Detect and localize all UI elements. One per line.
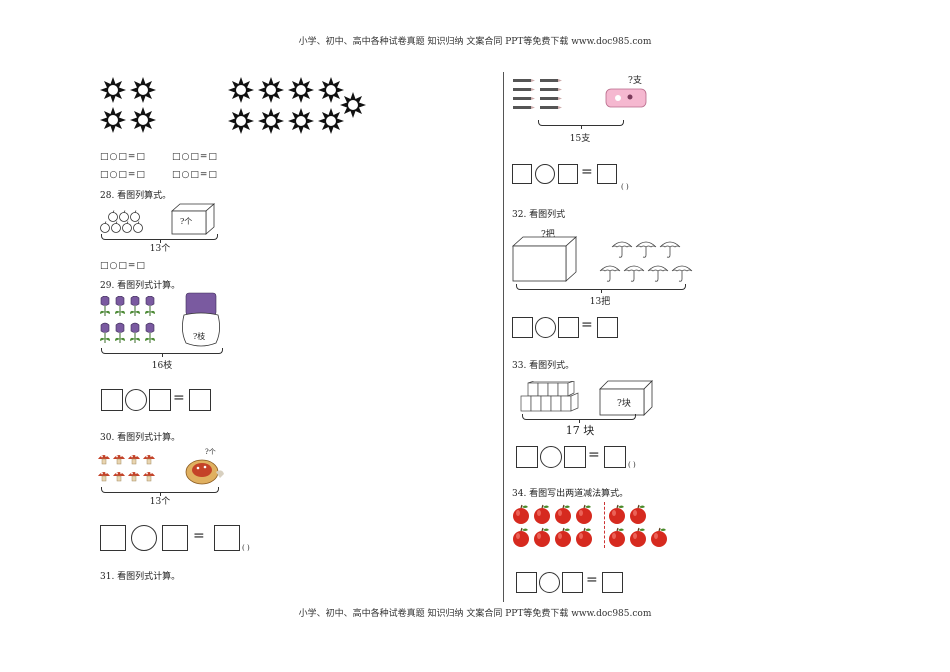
apple-group-left — [512, 504, 593, 548]
operator-circle[interactable] — [131, 525, 157, 551]
answer-box[interactable] — [100, 525, 126, 551]
apple-outline-group — [100, 210, 143, 233]
q29-brace — [101, 348, 223, 357]
unit-parentheses[interactable]: ( ) — [628, 461, 636, 469]
answer-box[interactable] — [597, 164, 617, 184]
q29-bag-label: ?枝 — [193, 332, 206, 341]
page-header: 小学、初中、高中各种试卷真题 知识归纳 文案合同 PPT等免费下载 www.do… — [298, 37, 652, 47]
unit-parentheses[interactable]: ( ) — [242, 544, 250, 552]
answer-box[interactable] — [564, 446, 586, 468]
umbrella-group — [599, 241, 693, 282]
operator-circle[interactable] — [535, 164, 555, 184]
equals-sign: = — [581, 317, 593, 333]
pencil-group — [513, 79, 562, 109]
question-33-title: 33. 看图列式。 — [512, 361, 575, 371]
q29-total-label: 16枝 — [151, 361, 173, 371]
question-34-title: 34. 看图写出两道减法算式。 — [512, 489, 629, 499]
formula-blank[interactable]: □○□=□ — [100, 170, 146, 180]
q28-box-label: ?个 — [180, 217, 193, 226]
formula-blank[interactable]: □○□=□ — [100, 261, 146, 271]
tulip-group — [99, 296, 156, 344]
answer-box[interactable] — [189, 389, 211, 411]
q32-brace — [516, 284, 686, 293]
flower-group-left — [100, 77, 156, 133]
answer-box[interactable] — [602, 572, 623, 593]
mushroom-group — [98, 454, 156, 482]
flower-group-right — [228, 77, 366, 134]
equals-sign: = — [586, 572, 598, 588]
q32-total-label: 13把 — [589, 297, 611, 307]
equals-sign: = — [193, 528, 205, 544]
q31-brace — [538, 120, 624, 129]
cube-stack — [520, 381, 579, 412]
formula-blank[interactable]: □○□=□ — [172, 170, 218, 180]
q33-box-label: ?块 — [617, 399, 631, 409]
question-32-title: 32. 看图列式 — [512, 210, 566, 220]
answer-box[interactable] — [512, 164, 532, 184]
q32-box-label: ?把 — [541, 230, 555, 240]
answer-box[interactable] — [101, 389, 123, 411]
question-31-title: 31. 看图列式计算。 — [100, 572, 181, 582]
answer-box[interactable] — [149, 389, 171, 411]
pencil-case-icon — [605, 88, 647, 108]
answer-box[interactable] — [516, 572, 537, 593]
box-icon — [170, 203, 216, 235]
answer-box[interactable] — [604, 446, 626, 468]
q30-basket-label: ?个 — [205, 448, 216, 456]
answer-box[interactable] — [516, 446, 538, 468]
operator-circle[interactable] — [539, 572, 560, 593]
q31-case-label: ?支 — [628, 76, 642, 86]
equals-sign: = — [581, 164, 593, 180]
column-divider — [503, 72, 504, 602]
question-30-title: 30. 看图列式计算。 — [100, 433, 181, 443]
q31-total-label: 15支 — [569, 134, 591, 144]
unit-parentheses[interactable]: ( ) — [621, 183, 629, 191]
page-footer: 小学、初中、高中各种试卷真题 知识归纳 文案合同 PPT等免费下载 www.do… — [298, 609, 652, 619]
box-icon — [599, 380, 653, 416]
apple-divider — [604, 502, 605, 548]
equals-sign: = — [588, 447, 600, 463]
q30-brace — [101, 487, 219, 496]
operator-circle[interactable] — [540, 446, 562, 468]
answer-box[interactable] — [214, 525, 240, 551]
mushroom-basket-icon — [185, 459, 224, 485]
q33-total-label: 17 块 — [565, 424, 595, 437]
q28-brace — [101, 234, 218, 243]
formula-blank[interactable]: □○□=□ — [172, 152, 218, 162]
question-28-title: 28. 看图列算式。 — [100, 191, 172, 201]
operator-circle[interactable] — [125, 389, 147, 411]
answer-box[interactable] — [558, 317, 579, 338]
q28-total-label: 13个 — [149, 244, 171, 254]
q30-total-label: 13个 — [149, 497, 171, 507]
answer-box[interactable] — [558, 164, 578, 184]
answer-box[interactable] — [597, 317, 618, 338]
box-icon — [512, 236, 578, 282]
equals-sign: = — [173, 390, 185, 406]
q33-brace — [522, 414, 636, 423]
question-29-title: 29. 看图列式计算。 — [100, 281, 181, 291]
answer-box[interactable] — [162, 525, 188, 551]
formula-blank[interactable]: □○□=□ — [100, 152, 146, 162]
answer-box[interactable] — [512, 317, 533, 338]
answer-box[interactable] — [562, 572, 583, 593]
operator-circle[interactable] — [535, 317, 556, 338]
apple-group-right — [608, 504, 668, 548]
flower-bag-icon — [182, 292, 220, 347]
